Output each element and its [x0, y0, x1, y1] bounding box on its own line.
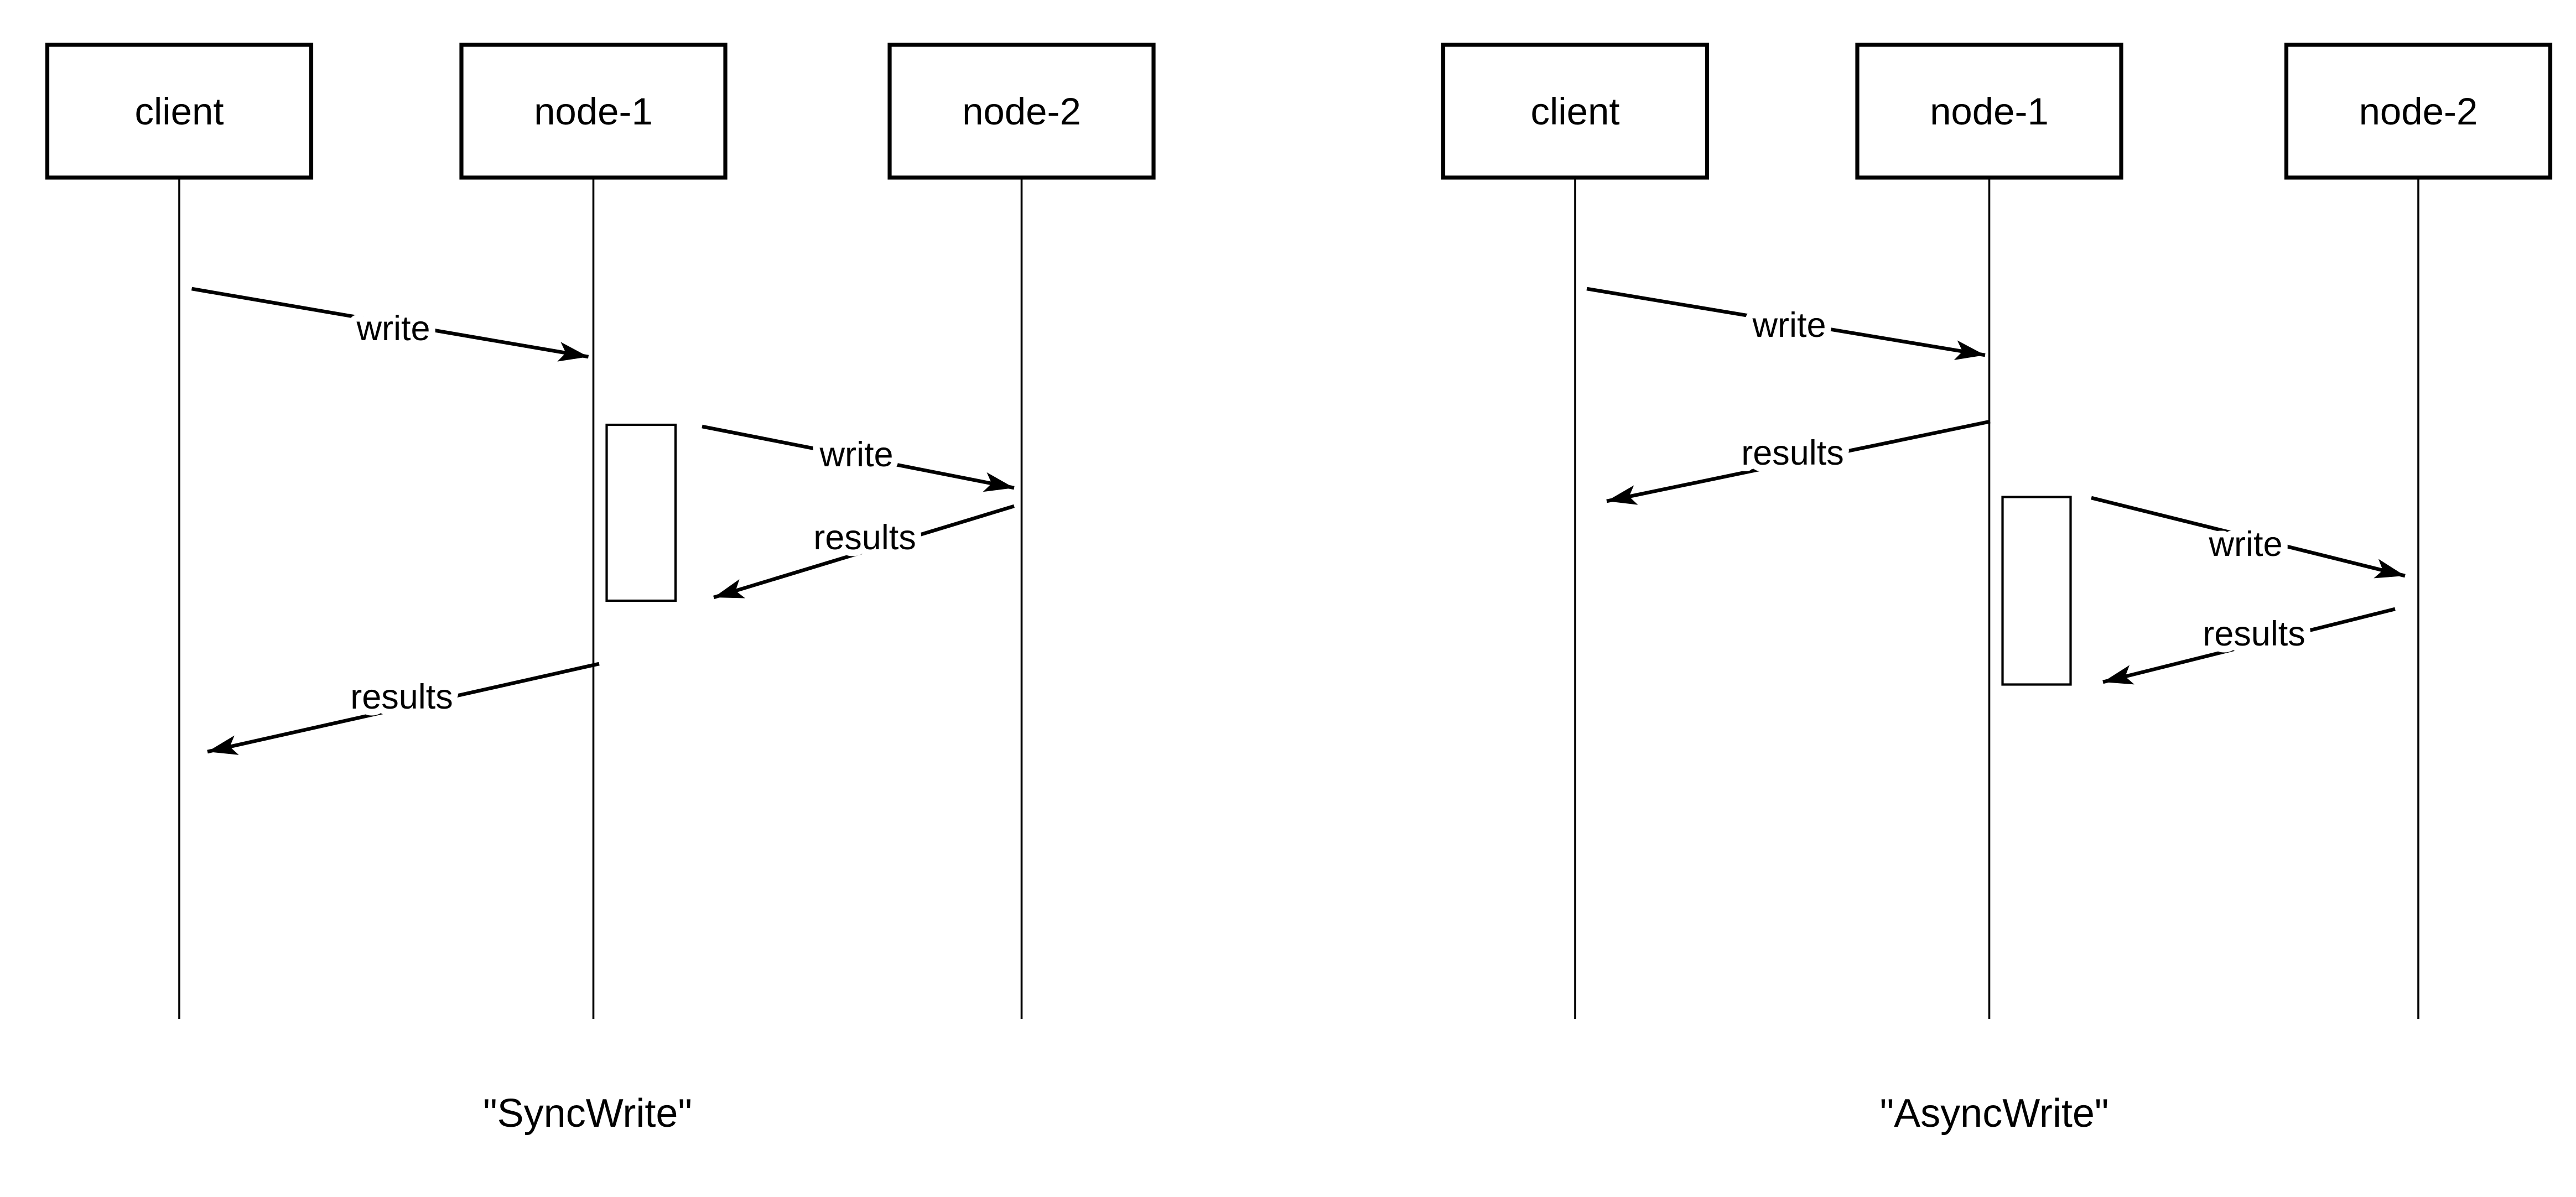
- message-label: write: [356, 309, 430, 348]
- actor-label: client: [1530, 90, 1619, 133]
- message-arrow: [2091, 496, 2406, 579]
- actor-node-2: node-2: [2284, 43, 2553, 1019]
- actor-box: [1441, 43, 1710, 180]
- diagram-syncwrite: client node-1 node-2 write write: [45, 43, 1156, 1136]
- message-arrow: [2102, 607, 2396, 685]
- message-arrow: [1586, 287, 1986, 360]
- message-node2-to-node1: results: [713, 504, 1015, 600]
- message-arrow: [713, 504, 1015, 600]
- actor-node-2: node-2: [887, 43, 1156, 1019]
- actor-client: client: [1441, 43, 1710, 1019]
- message-label: results: [2203, 615, 2305, 653]
- actor-label: node-1: [1930, 90, 2049, 133]
- message-node1-to-node2: write: [702, 424, 1015, 492]
- message-arrow: [1606, 419, 1991, 505]
- message-node1-to-node2: write: [2091, 496, 2406, 579]
- actor-label: node-2: [962, 90, 1081, 133]
- message-label: write: [1752, 306, 1826, 345]
- actor-label: node-2: [2359, 90, 2478, 133]
- actor-box: [1855, 43, 2123, 180]
- diagram-asyncwrite: client node-1 node-2 write results: [1441, 43, 2553, 1136]
- actor-node-1: node-1: [1855, 43, 2123, 1019]
- message-node1-to-client: results: [1606, 419, 1991, 505]
- message-node1-to-client: results: [207, 662, 600, 755]
- message-client-to-node1: write: [1586, 287, 1986, 360]
- activation-bar: [605, 423, 677, 602]
- message-label: results: [813, 518, 916, 557]
- diagram-caption: "SyncWrite": [483, 1091, 692, 1136]
- actor-box: [459, 43, 728, 180]
- message-label: results: [1741, 434, 1844, 472]
- actor-box: [45, 43, 314, 180]
- message-arrow: [702, 424, 1015, 492]
- actor-label: client: [134, 90, 224, 133]
- message-arrow: [191, 287, 589, 362]
- message-label: write: [819, 435, 893, 474]
- actor-client: client: [45, 43, 314, 1019]
- diagram-caption: "AsyncWrite": [1880, 1091, 2109, 1136]
- actor-node-1: node-1: [459, 43, 728, 1019]
- actor-box: [2284, 43, 2553, 180]
- message-node2-to-node1: results: [2102, 607, 2396, 685]
- message-client-to-node1: write: [191, 287, 589, 362]
- message-arrow: [207, 662, 600, 755]
- message-label: results: [350, 678, 453, 716]
- activation-bar: [2001, 496, 2072, 686]
- actor-label: node-1: [534, 90, 653, 133]
- actor-box: [887, 43, 1156, 180]
- message-label: write: [2208, 525, 2282, 564]
